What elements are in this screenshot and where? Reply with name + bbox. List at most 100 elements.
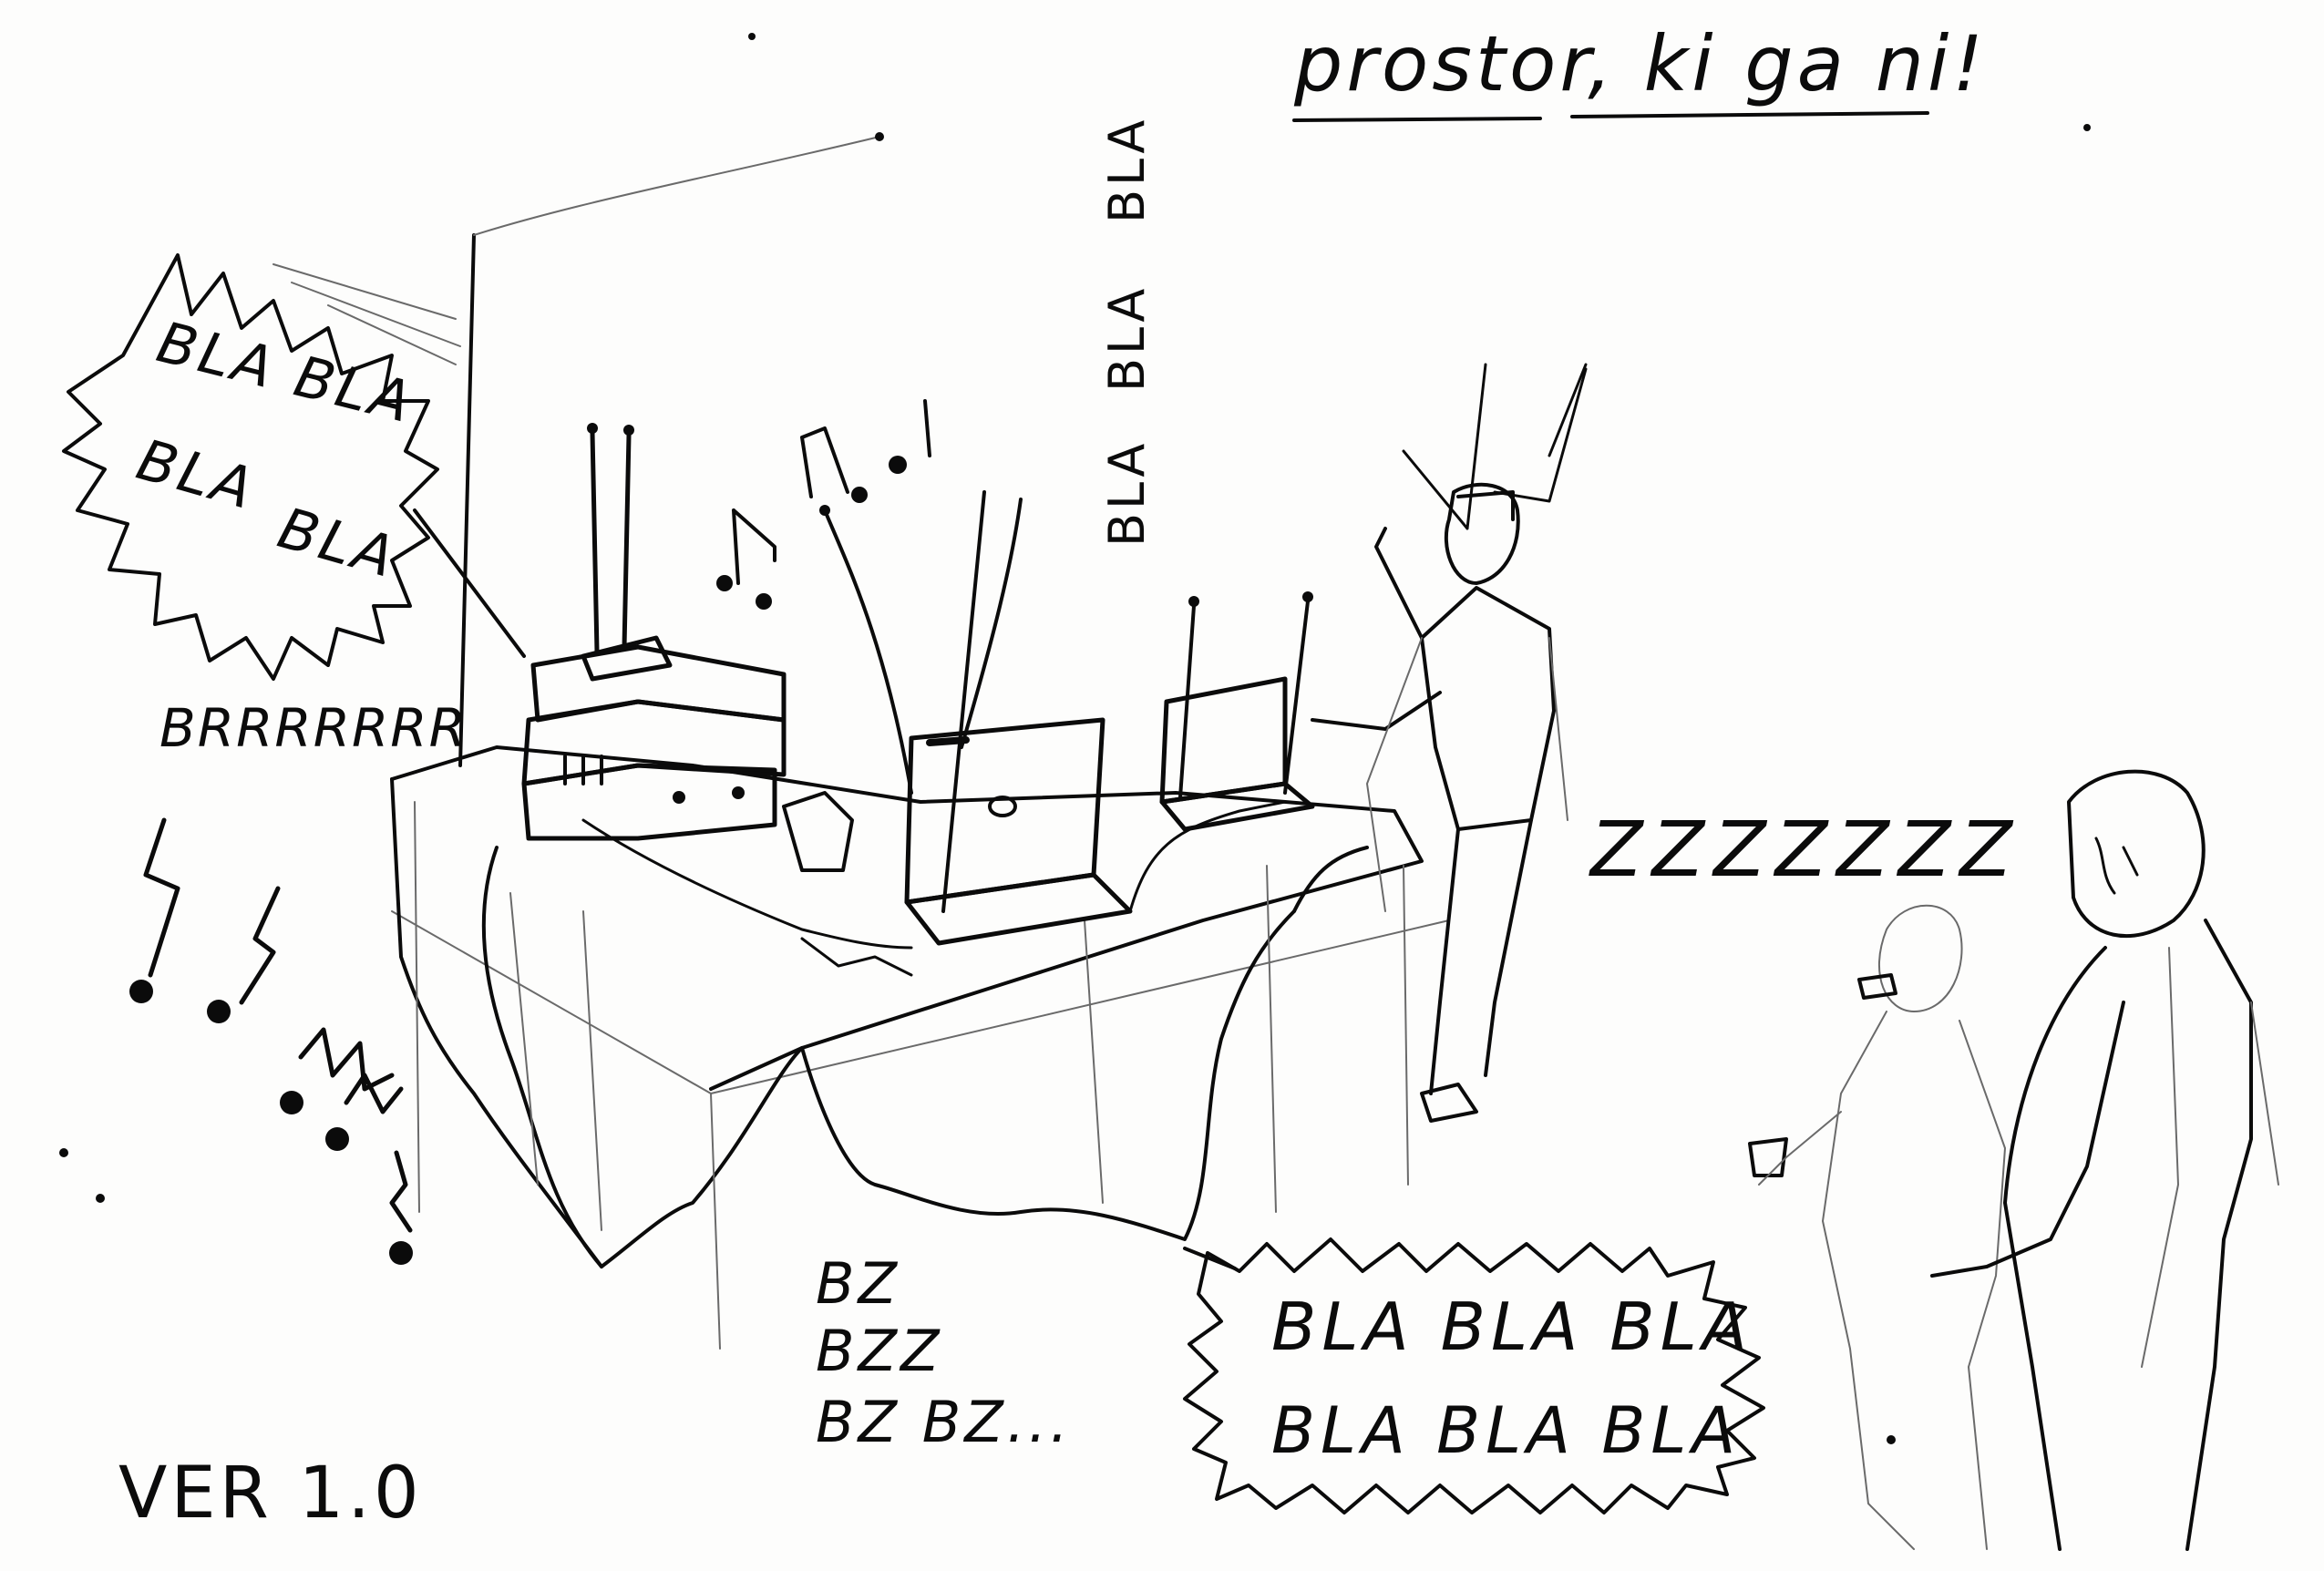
laptop-2-antenna-2 — [1283, 600, 1310, 795]
music-note-1 — [732, 508, 776, 585]
receiver-middle — [521, 699, 787, 786]
standing-person-hat — [1456, 490, 1515, 521]
wall-hatching-1 — [273, 263, 457, 320]
buzz-line-2: BZZ — [816, 1318, 943, 1384]
music-note-4-head — [129, 980, 153, 1003]
listener-1-arm — [1758, 1111, 1842, 1186]
music-note-2-head — [851, 487, 868, 503]
speech-bubble-left — [62, 253, 439, 681]
music-note-6 — [298, 1027, 395, 1092]
listener-1-glasses — [1857, 973, 1897, 1000]
music-note-6-head — [280, 1091, 303, 1114]
music-note-3-head — [889, 456, 907, 474]
tablecloth-fold-4 — [1266, 865, 1277, 1213]
table-leg-pencil-1 — [414, 801, 420, 1213]
music-note-7-head — [325, 1127, 349, 1151]
receiver-antenna-2 — [622, 433, 632, 650]
listener-2-face — [2094, 837, 2139, 895]
laptop-1-cable — [941, 490, 986, 913]
buzz-line-1: BZ — [816, 1250, 901, 1317]
laptop-1-screen — [904, 717, 1105, 905]
floor-line — [391, 910, 1450, 1094]
tablecloth-fold-2 — [582, 910, 602, 1231]
standing-person-arm-2 — [1311, 691, 1442, 731]
standing-person-body — [1420, 586, 1556, 831]
tablecloth-front-drape — [800, 909, 1296, 1241]
vertical-bla-2: BLA — [1098, 284, 1156, 392]
bubble-bottom-line-2: BLA BLA BLA — [1271, 1393, 1742, 1468]
music-note-1-head-2 — [716, 575, 733, 591]
laptop-1-cable-3 — [960, 498, 1023, 749]
standing-person-head — [1444, 482, 1520, 585]
wall-corner-line — [458, 233, 476, 767]
stray-dot-2 — [96, 1194, 105, 1203]
table-leg-pencil-3 — [1403, 865, 1409, 1186]
listener-2-pencil-outline — [2141, 947, 2279, 1368]
laptop-1-logo — [988, 796, 1017, 817]
music-note-8-head — [389, 1241, 413, 1265]
receiver-knob-2 — [732, 786, 745, 799]
table-cable-3 — [1128, 800, 1287, 913]
laptop-1-cable-tip — [819, 505, 830, 516]
listener-1-cup — [1748, 1137, 1788, 1177]
listener-1-head — [1878, 904, 1963, 1012]
music-note-4 — [143, 817, 180, 978]
stray-dot-5 — [748, 33, 756, 40]
table-cable-1 — [581, 818, 913, 950]
tablecloth-fold-1 — [509, 892, 539, 1186]
standing-person-arm-strings — [1402, 363, 1588, 530]
listener-1-body — [1822, 1011, 2006, 1550]
small-box — [782, 791, 854, 872]
receiver-antenna-tip-1 — [587, 423, 598, 434]
ceiling-line — [473, 136, 880, 236]
speech-bubble-left-tail — [413, 508, 526, 658]
listener-2-head — [2067, 769, 2206, 939]
receiver-bottom — [521, 763, 777, 841]
title-underline-right — [1570, 111, 1929, 118]
tablecloth-fold-3 — [1084, 919, 1104, 1204]
noise-brr-text: BRRRRRRR — [159, 697, 468, 759]
laptop-2-base — [1159, 781, 1315, 832]
vertical-bla-1: BLA — [1098, 116, 1156, 223]
table-top — [390, 745, 1424, 1091]
music-note-5-head — [207, 1000, 231, 1023]
table-leg-pencil-2 — [710, 1093, 721, 1350]
speech-bubble-bottom-tail — [1183, 1247, 1237, 1270]
stray-dot-1 — [59, 1148, 68, 1157]
laptop-1-cable-2 — [823, 508, 913, 795]
music-note-5 — [239, 886, 281, 1005]
music-note-3 — [923, 399, 931, 457]
wall-hatching-2 — [291, 282, 461, 347]
standing-person-pencil-outline — [1366, 637, 1568, 912]
standing-person-cable — [1493, 367, 1588, 503]
tablecloth-right-drape — [1292, 846, 1369, 913]
receiver-antenna-1 — [590, 430, 600, 654]
receiver-antenna-tip-2 — [623, 425, 634, 436]
music-note-1-head — [756, 593, 772, 610]
laptop-2-antenna-tip-2 — [1302, 591, 1313, 602]
table-cable-2 — [800, 937, 913, 977]
standing-person-legs — [1429, 818, 1533, 1095]
music-note-2 — [800, 426, 849, 498]
stray-dot-3 — [1887, 1435, 1896, 1444]
receiver-knob-1 — [673, 791, 685, 804]
standing-person-foot — [1420, 1083, 1478, 1123]
ceiling-point — [875, 132, 884, 141]
laptop-2-antenna-1 — [1178, 604, 1196, 799]
snore-text: ZZZZZZZ — [1590, 805, 2021, 894]
receiver-top — [530, 644, 787, 723]
receiver-slots — [563, 755, 603, 786]
version-label: VER 1.0 — [118, 1453, 423, 1535]
listener-2-body — [2003, 919, 2253, 1551]
wall-hatching-3 — [327, 304, 457, 365]
music-note-8 — [389, 1150, 413, 1233]
receiver-lid — [581, 635, 673, 682]
music-note-7 — [344, 1073, 404, 1114]
title-underline-left — [1292, 117, 1542, 122]
stray-dot-4 — [2083, 124, 2091, 131]
sketch-title: prostor, ki ga ni! — [1294, 19, 1987, 108]
laptop-2-antenna-tip-1 — [1188, 596, 1199, 607]
standing-person-arm — [1374, 527, 1424, 640]
